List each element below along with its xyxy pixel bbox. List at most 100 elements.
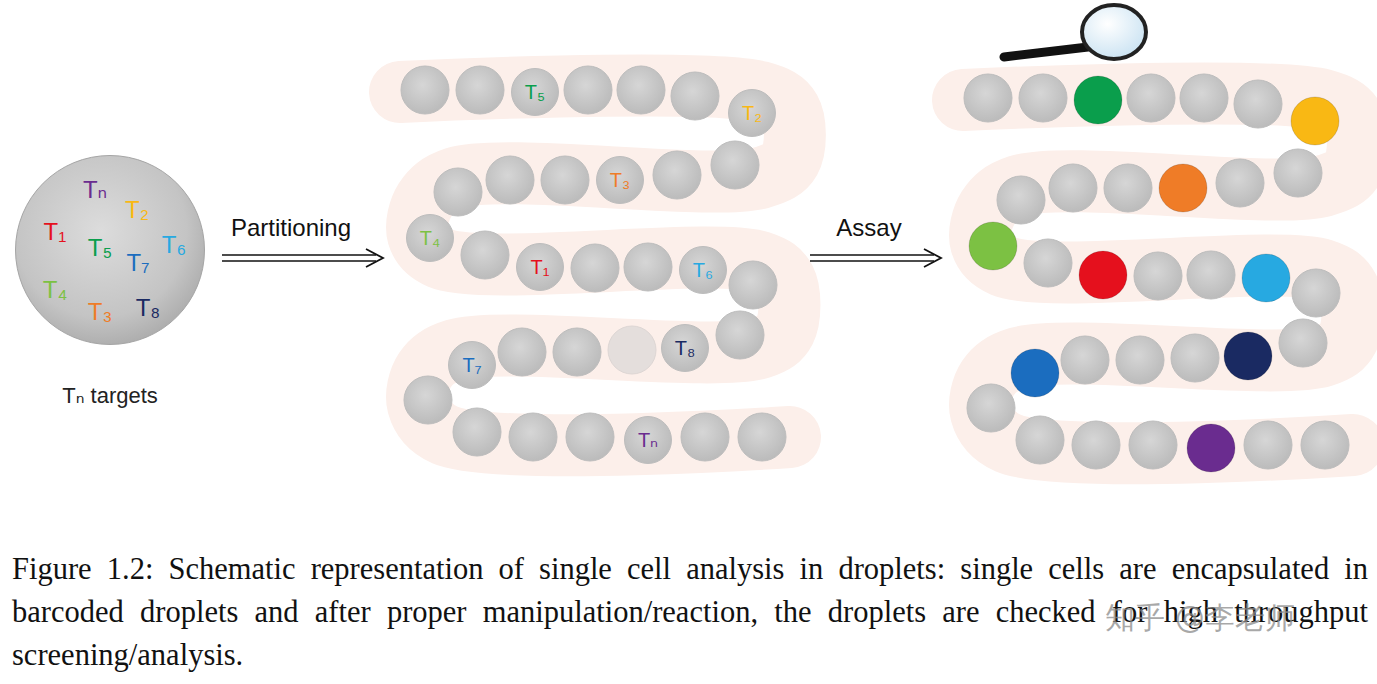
droplet-channel xyxy=(963,93,1358,453)
signal-droplet xyxy=(1187,424,1235,472)
target-label: Tₙ xyxy=(83,178,107,202)
signal-droplet xyxy=(1011,349,1059,397)
node-circle xyxy=(662,325,709,372)
target-label: T₂ xyxy=(125,198,149,222)
arrow-shaft xyxy=(222,260,376,262)
target-label: T₅ xyxy=(525,82,545,102)
target-label: T₇ xyxy=(462,355,481,375)
droplet xyxy=(566,413,614,461)
arrow-shaft xyxy=(810,260,934,262)
barcoded-droplet: T₄ xyxy=(406,214,454,262)
droplet xyxy=(1244,421,1292,469)
barcoded-droplet: T₃ xyxy=(596,156,644,204)
target-label: T₃ xyxy=(88,300,112,324)
droplet xyxy=(617,66,665,114)
droplet xyxy=(671,72,719,120)
signal-droplet xyxy=(1291,97,1339,145)
barcoded-droplet: T₈ xyxy=(661,324,709,372)
droplet xyxy=(1279,319,1327,367)
droplet-channel xyxy=(400,85,795,445)
node-circle xyxy=(625,417,672,464)
droplet xyxy=(541,156,589,204)
target-label: T₇ xyxy=(127,251,150,275)
node-circle xyxy=(16,156,205,345)
droplet xyxy=(461,231,509,279)
barcoded-droplet: T₅ xyxy=(511,68,559,116)
droplet xyxy=(1049,164,1097,212)
droplet xyxy=(404,376,452,424)
target-label: T₈ xyxy=(136,296,161,320)
droplet xyxy=(681,413,729,461)
node-circle xyxy=(449,342,496,389)
droplet xyxy=(453,408,501,456)
droplet xyxy=(1104,164,1152,212)
droplet xyxy=(509,413,557,461)
droplet xyxy=(1216,159,1264,207)
arrow-shaft xyxy=(222,254,376,256)
droplet xyxy=(653,151,701,199)
droplet xyxy=(1292,269,1340,317)
droplet xyxy=(1134,252,1182,300)
droplet xyxy=(711,141,759,189)
arrow-head xyxy=(366,249,383,267)
signal-droplet xyxy=(1224,332,1272,380)
droplet xyxy=(571,244,619,292)
arrow-label: Assay xyxy=(836,216,901,240)
target-label: T₁ xyxy=(531,257,550,277)
target-label: Tₙ xyxy=(638,430,658,450)
droplet xyxy=(624,243,672,291)
signal-droplet xyxy=(969,222,1017,270)
droplet xyxy=(1187,251,1235,299)
target-label: T₆ xyxy=(693,260,713,280)
node-circle xyxy=(407,215,454,262)
arrow-shaft xyxy=(810,254,934,256)
cell: TₙT₂T₁T₅T₆T₇T₄T₃T₈Tₙ targets xyxy=(15,155,205,345)
droplet xyxy=(564,66,612,114)
target-label: T₂ xyxy=(742,103,762,123)
target-label: T₆ xyxy=(162,233,186,257)
droplet xyxy=(486,156,534,204)
arrow-label: Partitioning xyxy=(231,216,351,240)
droplet xyxy=(1127,74,1175,122)
signal-droplet xyxy=(1079,251,1127,299)
droplet xyxy=(1024,239,1072,287)
target-label: T₄ xyxy=(43,278,67,302)
droplet xyxy=(434,168,482,216)
droplet xyxy=(1171,334,1219,382)
magnifier-handle xyxy=(1004,47,1088,57)
barcoded-droplet: T₆ xyxy=(679,246,727,294)
node-circle xyxy=(512,69,559,116)
droplet xyxy=(1180,74,1228,122)
node-circle xyxy=(517,244,564,291)
droplet xyxy=(729,261,777,309)
target-label: T₈ xyxy=(675,338,696,358)
droplet xyxy=(716,311,764,359)
droplet xyxy=(1234,80,1282,128)
droplet xyxy=(738,413,786,461)
droplet xyxy=(608,326,656,374)
node-circle xyxy=(680,247,727,294)
barcoded-droplet: Tₙ xyxy=(624,416,672,464)
target-label: T₁ xyxy=(44,220,67,244)
barcoded-droplet: T₂ xyxy=(728,89,776,137)
droplet xyxy=(1072,421,1120,469)
signal-droplet xyxy=(1159,164,1207,212)
droplet xyxy=(498,328,546,376)
droplet xyxy=(1274,149,1322,197)
droplet xyxy=(1129,421,1177,469)
signal-droplet xyxy=(1242,254,1290,302)
node-circle xyxy=(597,157,644,204)
arrow-head xyxy=(924,249,941,267)
droplet xyxy=(964,74,1012,122)
droplet xyxy=(967,384,1015,432)
magnifier-lens xyxy=(1082,5,1146,59)
barcoded-droplet: T₁ xyxy=(516,243,564,291)
droplet xyxy=(997,176,1045,224)
arrows xyxy=(222,249,941,267)
barcoded-droplet: T₇ xyxy=(448,341,496,389)
signal-droplet xyxy=(1074,76,1122,124)
target-caption: Tₙ targets xyxy=(62,385,158,407)
watermark: 知乎 @李老师 xyxy=(1105,603,1295,633)
target-label: T₄ xyxy=(420,228,440,248)
